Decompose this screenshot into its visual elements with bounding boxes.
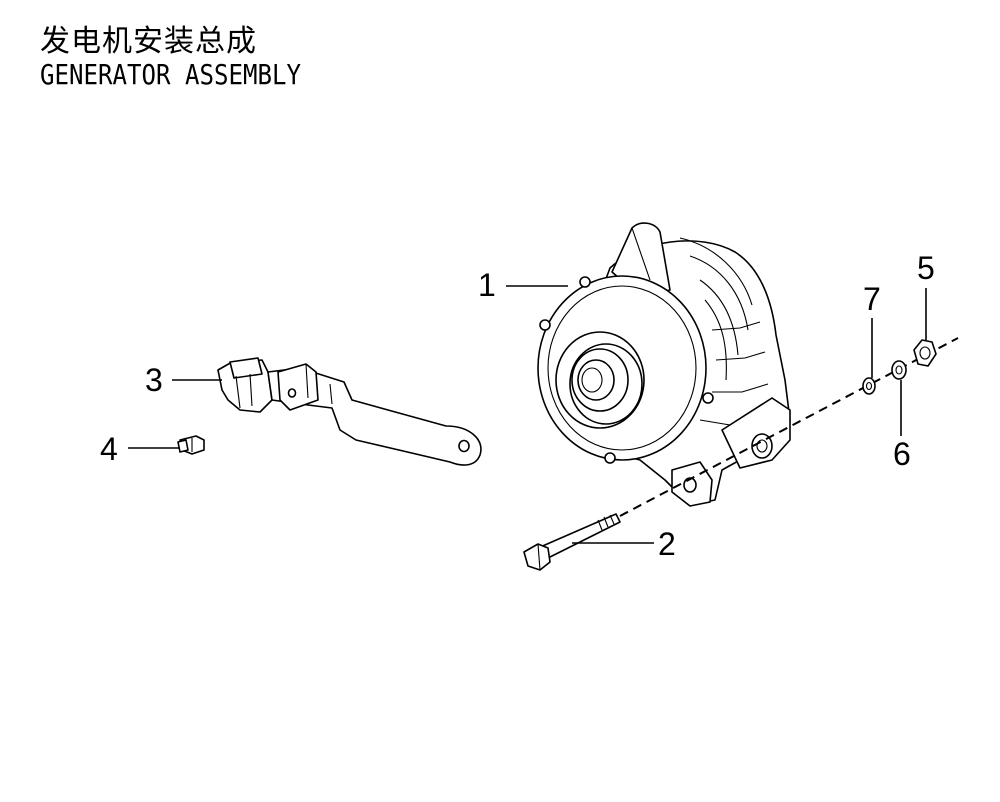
generator-part[interactable] [537, 222, 791, 507]
page-title-english: GENERATOR ASSEMBLY [40, 58, 301, 91]
flat-washer-part[interactable] [891, 360, 907, 380]
spring-washer-part[interactable] [862, 377, 876, 395]
callout-6: 6 [893, 436, 911, 472]
long-bolt-part[interactable] [523, 513, 621, 571]
nut-part[interactable] [913, 339, 937, 367]
page-title-chinese: 发电机安装总成 [40, 24, 257, 59]
callout-5: 5 [917, 250, 935, 286]
callout-7: 7 [863, 281, 881, 317]
adjusting-bracket-part[interactable] [217, 357, 482, 466]
callout-3: 3 [145, 362, 163, 398]
callout-2: 2 [658, 526, 676, 562]
callout-4: 4 [100, 431, 118, 467]
callout-1: 1 [478, 267, 496, 303]
small-bolt-part[interactable] [177, 435, 205, 455]
